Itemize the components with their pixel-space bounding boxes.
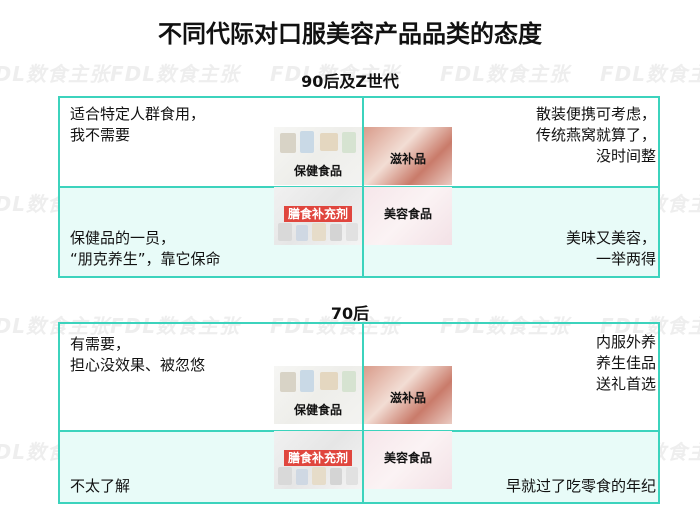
quadrant-bottom-right: 早就过了吃零食的年纪 — [505, 477, 656, 495]
section-heading-post-70s: 70后 — [330, 304, 370, 323]
page-title: 不同代际对口服美容产品品类的态度 — [158, 20, 542, 48]
quadrant-bottom-right: 美味又美容， 一举两得 — [565, 229, 656, 268]
quadrant-top-right: 内服外养 养生佳品 送礼首选 — [595, 333, 656, 393]
quadrant-panel-post-70s — [58, 322, 660, 504]
quadrant-top-left: 有需要， 担心没效果、被忽悠 — [70, 335, 206, 374]
category-tile-health-food: 保健食品 — [274, 127, 362, 185]
category-tile-tonic: 滋补品 — [364, 366, 452, 424]
quadrant-top-left: 适合特定人群食用， 我不需要 — [70, 105, 206, 144]
category-tile-beauty-food: 美容食品 — [364, 431, 452, 489]
vertical-divider — [362, 98, 364, 276]
section-heading-gen-z: 90后及Z世代 — [301, 72, 399, 91]
vertical-divider — [362, 324, 364, 502]
category-tile-tonic: 滋补品 — [364, 127, 452, 185]
category-tile-health-food: 保健食品 — [274, 366, 362, 424]
quadrant-bottom-left: 不太了解 — [70, 477, 131, 495]
category-tile-dietary-supplement: 膳食补充剂 — [274, 187, 362, 245]
category-tile-beauty-food: 美容食品 — [364, 187, 452, 245]
quadrant-top-right: 散装便携可考虑， 传统燕窝就算了， 没时间整 — [535, 105, 656, 165]
category-tile-dietary-supplement: 膳食补充剂 — [274, 431, 362, 489]
quadrant-bottom-left: 保健品的一员， “朋克养生”，靠它保命 — [70, 229, 221, 268]
